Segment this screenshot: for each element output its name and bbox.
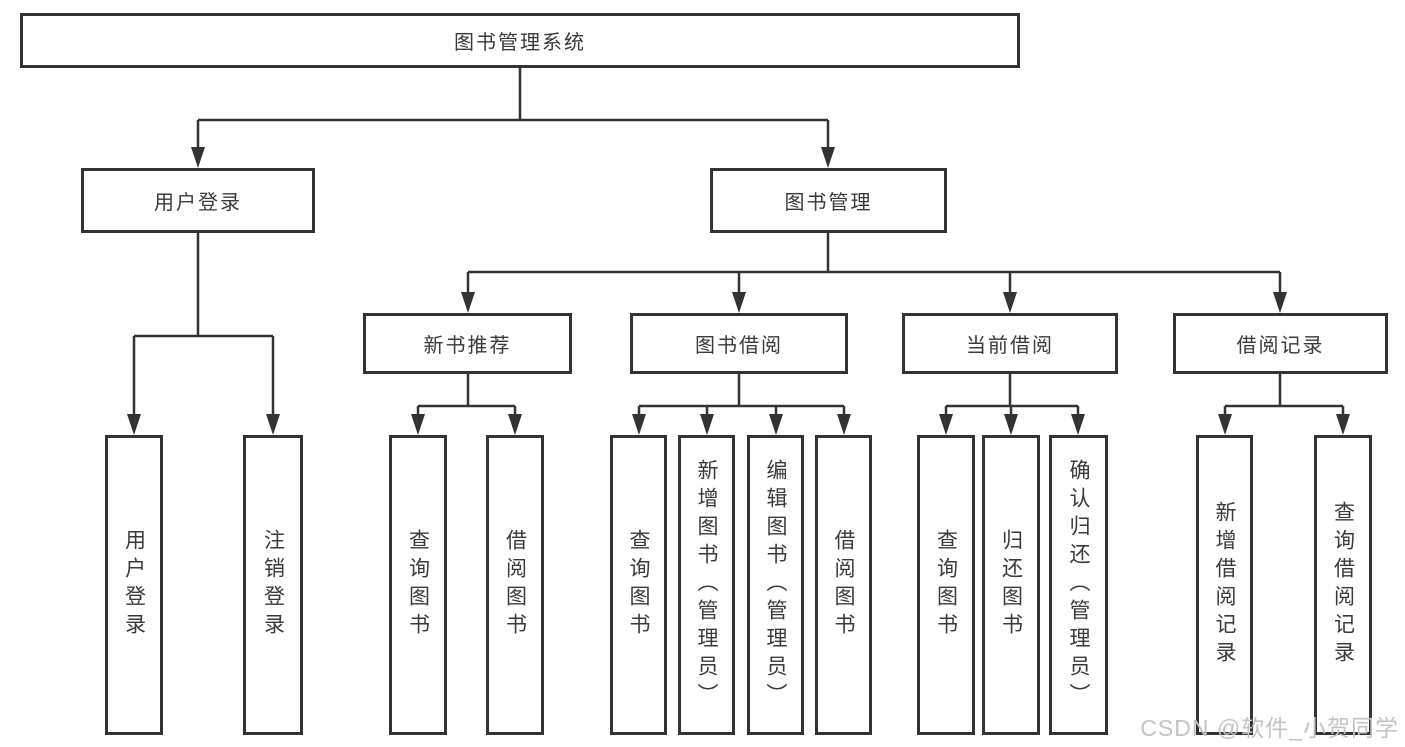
leaf-borrow-books-borrow-label: 借阅图书 [832, 529, 855, 641]
leaf-edit-book-admin-label: 编辑图书（管理员） [764, 459, 787, 711]
leaf-query-books-recommend: 查询图书 [389, 435, 447, 735]
node-new-book-recommend: 新书推荐 [363, 313, 572, 374]
edge-current-borrow [944, 374, 1080, 417]
leaf-borrow-books-recommend: 借阅图书 [486, 435, 544, 735]
node-book-management-label: 图书管理 [784, 192, 873, 214]
leaf-query-borrow-record-label: 查询借阅记录 [1331, 501, 1355, 669]
leaf-query-books-current-label: 查询图书 [934, 529, 958, 641]
leaf-add-borrow-record-label: 新增借阅记录 [1213, 501, 1236, 669]
leaf-add-book-admin-label: 新增图书（管理员） [695, 459, 718, 711]
leaf-confirm-return-admin-label: 确认归还（管理员） [1067, 459, 1090, 711]
leaf-return-books: 归还图书 [982, 435, 1040, 735]
edge-new-book-recommend [416, 374, 517, 417]
node-root: 图书管理系统 [20, 13, 1020, 68]
node-borrow-records-label: 借阅记录 [1236, 335, 1325, 357]
edge-root [196, 68, 830, 150]
node-book-management: 图书管理 [710, 168, 947, 233]
leaf-query-books-recommend-label: 查询图书 [406, 529, 430, 641]
node-borrow-records: 借阅记录 [1173, 313, 1388, 374]
watermark: CSDN @软件_小贺同学 [1140, 715, 1399, 741]
node-current-borrow: 当前借阅 [902, 313, 1118, 374]
leaf-query-books-borrow-label: 查询图书 [627, 529, 650, 641]
leaf-user-login-label: 用户登录 [122, 529, 146, 641]
leaf-query-borrow-record: 查询借阅记录 [1314, 435, 1372, 735]
leaf-return-books-label: 归还图书 [999, 529, 1023, 641]
leaf-query-books-borrow: 查询图书 [610, 435, 667, 735]
leaf-edit-book-admin: 编辑图书（管理员） [747, 435, 804, 735]
node-root-label: 图书管理系统 [454, 32, 586, 54]
node-book-borrow-label: 图书借阅 [695, 335, 783, 357]
edge-borrow-records [1223, 374, 1345, 417]
edge-book-management [466, 233, 1282, 295]
leaf-borrow-books-recommend-label: 借阅图书 [503, 529, 527, 641]
node-user-login: 用户登录 [81, 168, 315, 233]
edge-user-login [132, 233, 275, 417]
edge-book-borrow [637, 374, 846, 417]
leaf-query-books-current: 查询图书 [917, 435, 975, 735]
leaf-add-book-admin: 新增图书（管理员） [678, 435, 735, 735]
leaf-logout-label: 注销登录 [261, 529, 285, 641]
leaf-confirm-return-admin: 确认归还（管理员） [1049, 435, 1108, 735]
node-book-borrow: 图书借阅 [630, 313, 848, 374]
node-current-borrow-label: 当前借阅 [966, 335, 1054, 357]
leaf-logout: 注销登录 [243, 435, 303, 735]
leaf-borrow-books-borrow: 借阅图书 [815, 435, 872, 735]
leaf-user-login: 用户登录 [105, 435, 163, 735]
node-user-login-label: 用户登录 [154, 192, 242, 214]
leaf-add-borrow-record: 新增借阅记录 [1196, 435, 1253, 735]
node-new-book-recommend-label: 新书推荐 [423, 335, 512, 357]
